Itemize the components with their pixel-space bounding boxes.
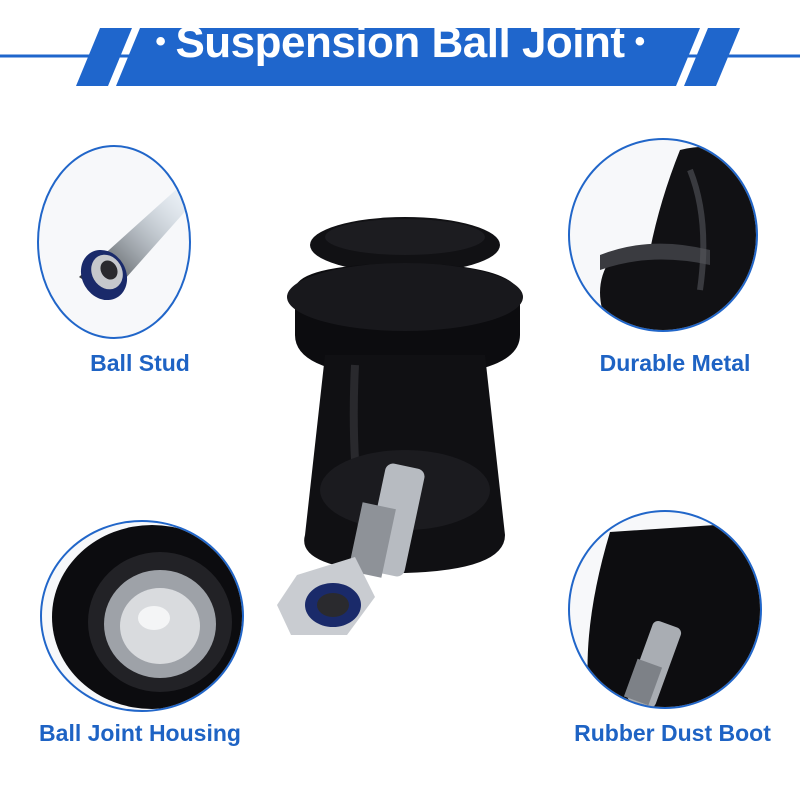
ball-joint-product-image <box>255 205 555 645</box>
ball-stud-illustration <box>79 187 189 301</box>
durable-metal-illustration <box>600 146 756 330</box>
title-text: Suspension Ball Joint <box>175 18 625 67</box>
label-ball-joint-housing: Ball Joint Housing <box>39 720 241 746</box>
dust-boot-illustration <box>587 522 760 707</box>
housing-illustration <box>52 525 242 709</box>
banner-shape <box>0 28 800 86</box>
housing-image <box>40 520 244 712</box>
ball-stud-image <box>37 145 191 339</box>
page-title: • Suspension Ball Joint • <box>0 18 800 68</box>
title-dot-left: • <box>155 25 166 58</box>
title-banner: • Suspension Ball Joint • <box>0 0 800 100</box>
ball-joint-illustration <box>277 217 523 635</box>
label-ball-stud: Ball Stud <box>90 350 190 376</box>
label-rubber-dust-boot: Rubber Dust Boot <box>574 720 771 746</box>
durable-metal-image <box>568 138 758 332</box>
title-dot-right: • <box>634 25 646 58</box>
label-durable-metal: Durable Metal <box>599 350 751 376</box>
dust-boot-image <box>568 510 762 709</box>
